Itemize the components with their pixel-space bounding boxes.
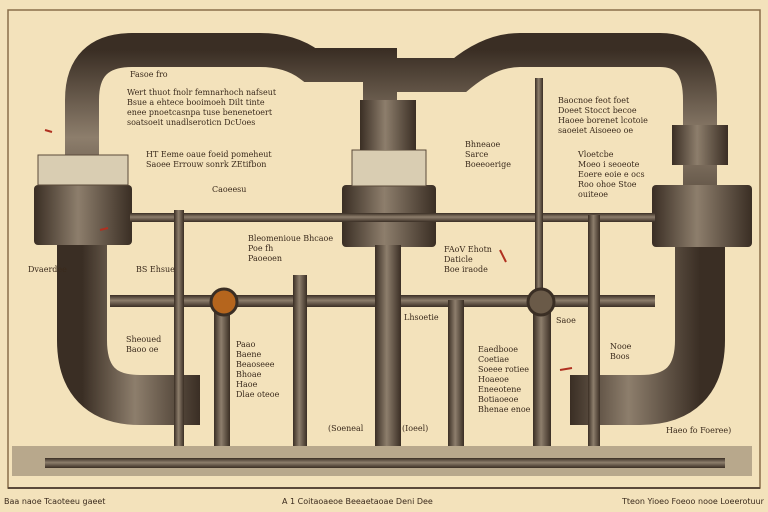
caption-left: Baa naoe Tcaoteeu gaeet [4, 497, 106, 506]
base-pipe [45, 458, 725, 468]
right-gauge [526, 287, 556, 317]
label-base-right: Haeo fo Foeree) [666, 426, 732, 435]
label-right-mid: Vloetcbe Moeo i seoeote Eoere eoie e ocs… [578, 150, 645, 199]
label-top-left-title: Fasoe fro [130, 70, 168, 79]
label-base-left: (Soeneal [328, 424, 364, 433]
caption-center: A 1 Coitaoaeoe Beeaetaoae Deni Dee [282, 497, 433, 506]
center-valve-stack [360, 100, 416, 150]
label-top-left-body: Wert thuot fnolr femnarhoch nafseut Bsue… [127, 88, 277, 127]
label-center-low: Lhsoetie [404, 313, 439, 322]
label-lower-left: Paao Baene Beaoseee Bhoae Haoe Dlae oteo… [236, 340, 280, 399]
top-right-pipe [395, 33, 717, 245]
top-left-pipe [65, 33, 397, 245]
right-valve-stack [672, 125, 728, 165]
left-elbow-pipe [57, 245, 200, 425]
left-glass-chamber [37, 154, 129, 186]
label-lower-center: Eaedbooe Coetiae Soeee rotiee Hoaeoe Ene… [478, 345, 531, 414]
label-center-right: FAoV Ehotn Daticle Boe iraode [444, 245, 492, 274]
label-center-top: Bhneaoe Sarce Boeeoerige [465, 140, 511, 169]
caption-right: Tteon Yioeo Foeoo nooe Loeerotuur [622, 497, 764, 506]
right-tank [652, 185, 752, 247]
label-left-side1: Dvaerdee [28, 265, 67, 274]
left-gauge [209, 287, 239, 317]
label-left-mid: HT Eeme oaue foeid pomeheut Saoee Errouw… [146, 150, 272, 169]
label-right-top: Baocnoe feot foet Doeet Stocct becoe Hao… [558, 96, 648, 135]
label-base-mid: (Ioeel) [402, 424, 429, 433]
label-center-mid: Bleomenioue Bhcaoe Poe fh Paoeoen [248, 234, 334, 263]
center-glass-chamber [351, 149, 427, 187]
label-left-lower: Sheoued Baoo oe [126, 335, 162, 354]
label-right-lower: Nooe Boos [610, 342, 632, 361]
label-right-small: Saoe [556, 316, 576, 325]
right-elbow-pipe [570, 245, 725, 425]
label-left-side2: BS Ehsue [136, 265, 175, 274]
upper-manifold [130, 213, 655, 222]
left-tank [34, 185, 132, 245]
label-left-small: Caoeesu [212, 185, 247, 194]
center-column [375, 245, 401, 475]
